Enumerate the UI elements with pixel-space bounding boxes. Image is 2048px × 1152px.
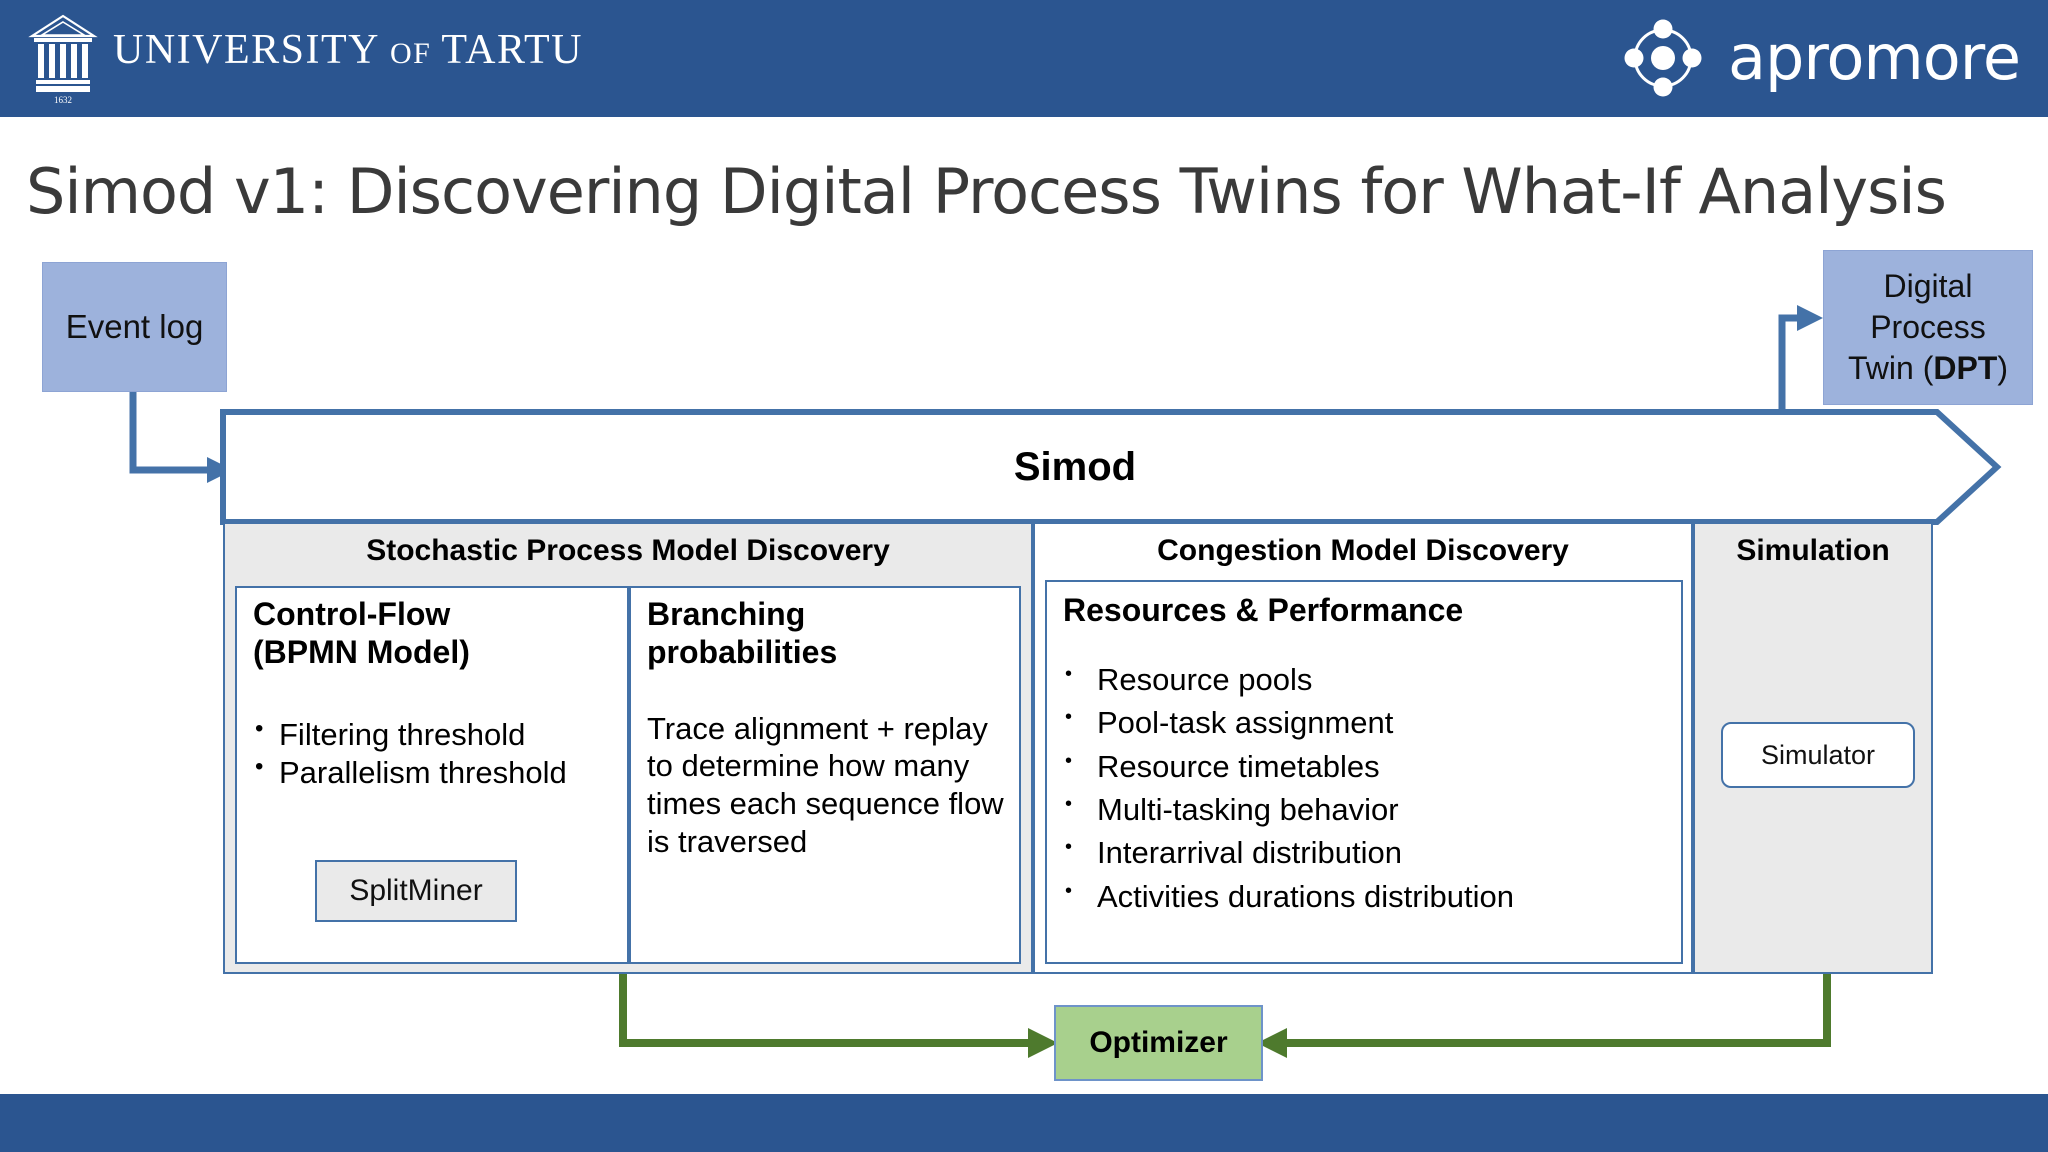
arrow-eventlog-to-simod xyxy=(129,390,207,474)
arrow-simulation-to-optimizer xyxy=(1285,974,1831,1047)
dpt-line-1: Digital xyxy=(1883,268,1973,305)
list-item: Multi-tasking behavior xyxy=(1061,788,1681,831)
simod-banner-label: Simod xyxy=(223,412,1997,522)
list-item: Resource pools xyxy=(1061,658,1681,701)
branching-heading-line1: Branching xyxy=(647,596,806,632)
arrowhead-simod-to-dpt xyxy=(1797,305,1823,331)
list-item: Activities durations distribution xyxy=(1061,875,1681,918)
dpt-line-2: Process xyxy=(1870,309,1986,346)
university-wordmark: UNIVERSITY OF TARTU xyxy=(113,26,583,74)
control-flow-bullets: Filtering threshold Parallelism threshol… xyxy=(237,713,627,792)
dpt-line-3: Twin (DPT) xyxy=(1848,348,2008,389)
discovery-panels-row: Stochastic Process Model Discovery Contr… xyxy=(223,522,1933,974)
university-of-tartu-logo-icon: 1632 xyxy=(28,14,98,105)
branching-heading-line2: probabilities xyxy=(647,633,838,670)
resources-performance-card: Resources & Performance Resource pools P… xyxy=(1045,580,1683,964)
list-item: Interarrival distribution xyxy=(1061,831,1681,874)
panel-simulation: Simulation Simulator xyxy=(1693,522,1933,974)
list-item: Parallelism threshold xyxy=(253,752,627,792)
simulator-label: Simulator xyxy=(1760,739,1876,770)
page-title: Simod v1: Discovering Digital Process Tw… xyxy=(26,155,1947,228)
simod-label-text: Simod xyxy=(1013,444,1137,489)
university-word: UNIVERSITY xyxy=(113,27,380,73)
control-flow-heading-line1: Control-Flow xyxy=(253,596,451,632)
panel-title-congestion: Congestion Model Discovery xyxy=(1157,534,1569,567)
branching-heading: Branching probabilities xyxy=(631,588,1019,672)
apromore-molecule-icon xyxy=(1624,19,1702,97)
panel-stochastic-process-model-discovery: Stochastic Process Model Discovery Contr… xyxy=(223,522,1033,974)
apromore-logo: apromore xyxy=(1620,18,2021,98)
splitminer-label: SplitMiner xyxy=(349,874,483,907)
university-name-word: TARTU xyxy=(441,27,583,73)
digital-process-twin-box: Digital Process Twin (DPT) xyxy=(1823,250,2033,405)
university-of-word: OF xyxy=(389,37,432,70)
branching-description: Trace alignment + replay to determine ho… xyxy=(647,710,1004,859)
apromore-wordmark: apromore xyxy=(1727,21,2021,94)
splitminer-tool-box[interactable]: SplitMiner xyxy=(315,860,517,922)
list-item: Pool-task assignment xyxy=(1061,701,1681,744)
panel-title-stochastic: Stochastic Process Model Discovery xyxy=(366,534,890,567)
footer-bar xyxy=(0,1094,2048,1152)
optimizer-box: Optimizer xyxy=(1054,1005,1263,1081)
logo-year: 1632 xyxy=(54,95,72,105)
list-item: Resource timetables xyxy=(1061,745,1681,788)
control-flow-card: Control-Flow (BPMN Model) Filtering thre… xyxy=(235,586,629,964)
arrow-simod-to-dpt xyxy=(1778,314,1800,412)
optimizer-label: Optimizer xyxy=(1089,1026,1228,1059)
dpt-line-3-pre: Twin ( xyxy=(1848,349,1934,386)
dpt-line-3-post: ) xyxy=(1997,349,2008,386)
header-bar: 1632 UNIVERSITY OF TARTU apromore xyxy=(0,0,2048,117)
control-flow-heading: Control-Flow (BPMN Model) xyxy=(237,588,627,672)
list-item: Filtering threshold xyxy=(253,713,627,754)
panel-title-simulation: Simulation xyxy=(1736,534,1890,567)
arrow-discovery-to-optimizer xyxy=(619,974,1030,1047)
resources-heading: Resources & Performance xyxy=(1063,592,1464,628)
resources-bullets: Resource pools Pool-task assignment Reso… xyxy=(1047,658,1681,918)
event-log-box: Event log xyxy=(42,262,227,392)
dpt-abbreviation: DPT xyxy=(1933,349,1998,386)
control-flow-heading-line2: (BPMN Model) xyxy=(253,633,470,670)
branching-probabilities-card: Branching probabilities Trace alignment … xyxy=(629,586,1021,964)
event-log-label: Event log xyxy=(65,308,204,345)
simulator-box[interactable]: Simulator xyxy=(1721,722,1915,788)
panel-congestion-model-discovery: Congestion Model Discovery Resources & P… xyxy=(1033,522,1693,974)
